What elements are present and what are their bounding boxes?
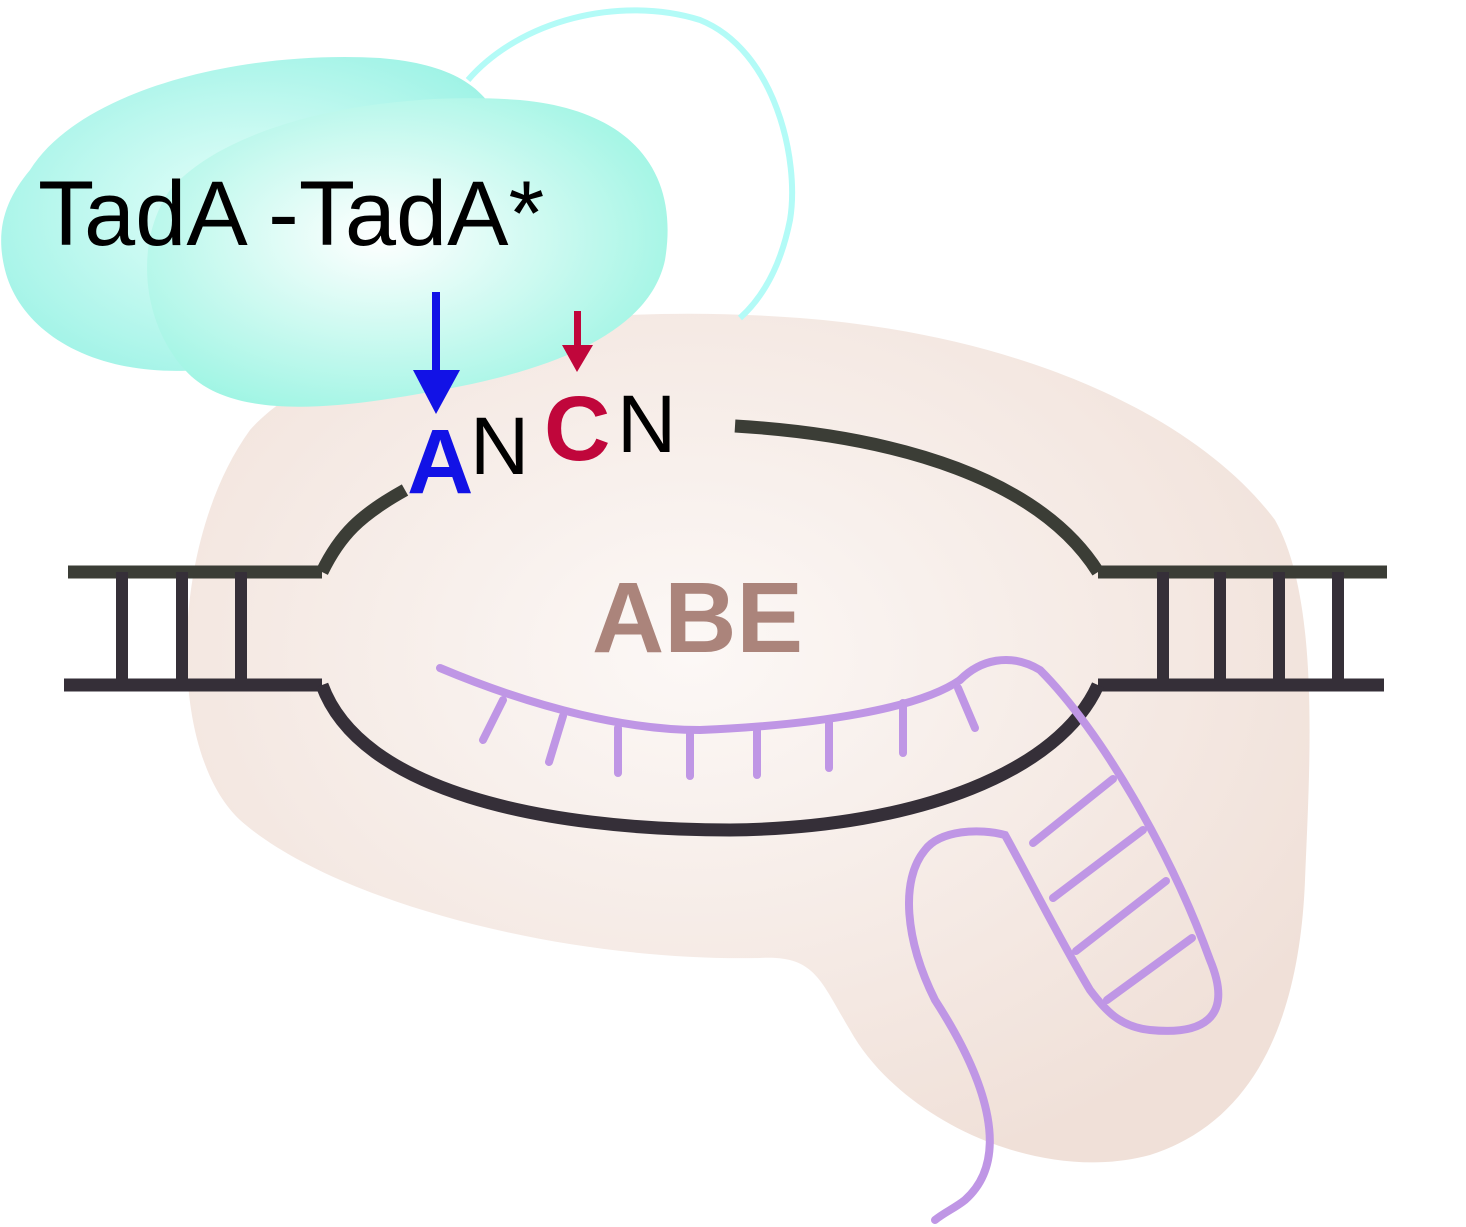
base-a-label: A <box>407 411 473 513</box>
abe-label: ABE <box>592 562 803 674</box>
guide-rna <box>436 655 1223 1224</box>
tada-label: TadA -TadA* <box>38 163 544 265</box>
dna-top-strand-right <box>734 419 1104 576</box>
blue-down-arrow-icon <box>413 292 460 414</box>
dna-duplex-right <box>1098 565 1387 692</box>
base-c-label: C <box>544 378 610 480</box>
base-n1-label: N <box>470 401 529 492</box>
tada-linker <box>465 7 796 321</box>
dna-top-strand-left <box>316 484 409 575</box>
dna-duplex-left <box>64 565 322 692</box>
abe-body <box>186 313 1310 1163</box>
base-n2-label: N <box>617 379 676 470</box>
red-down-arrow-icon <box>562 311 593 372</box>
guide-rna-scaffold <box>905 655 1223 1224</box>
dna-bottom-strand <box>315 682 1104 837</box>
tada-lobe-right <box>147 98 668 407</box>
